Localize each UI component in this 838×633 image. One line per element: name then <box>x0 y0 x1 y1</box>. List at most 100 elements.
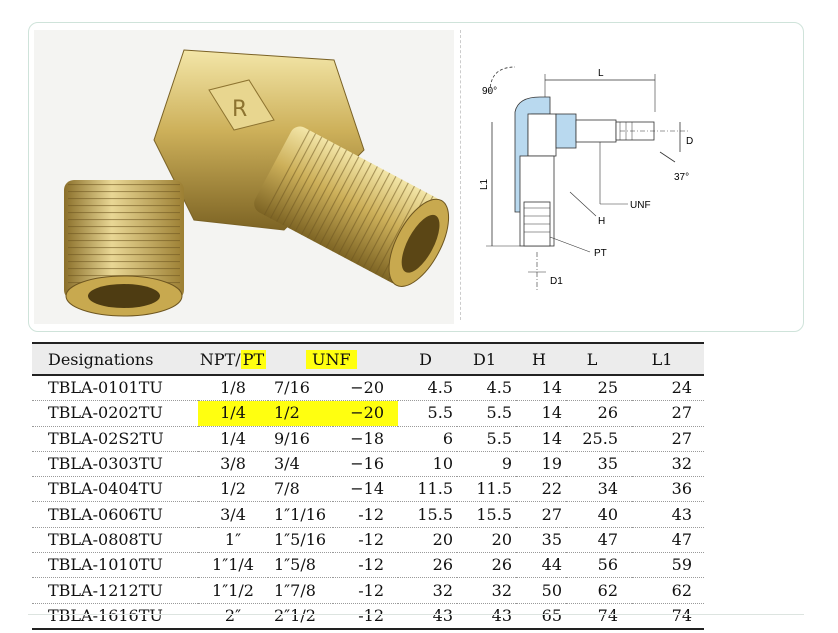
cell-d: 5.5 <box>398 400 457 427</box>
angle-90-label: 90° <box>482 86 497 97</box>
cell-l: 74 <box>566 603 632 630</box>
cell-d: 43 <box>398 603 457 630</box>
label-D1: D1 <box>550 276 563 287</box>
cell-unf-size: 2″1/2 <box>268 603 333 630</box>
header-npt-pt: NPT/PT <box>198 342 268 376</box>
label-UNF: UNF <box>630 200 651 211</box>
cell-l: 47 <box>566 527 632 554</box>
cell-unf-size: 1″5/16 <box>268 527 333 554</box>
cell-d: 4.5 <box>398 375 457 402</box>
cell-l: 40 <box>566 501 632 528</box>
cell-l1: 59 <box>632 552 704 579</box>
cell-l1: 27 <box>632 426 704 452</box>
cell-des: TBLA-0202TU <box>32 400 198 427</box>
cell-unf-size: 3/4 <box>268 451 333 478</box>
cell-h: 14 <box>516 400 566 427</box>
cell-d: 20 <box>398 527 457 554</box>
cell-d1: 32 <box>457 577 516 604</box>
cell-l1: 36 <box>632 476 704 503</box>
divider-line <box>460 30 461 320</box>
label-H: H <box>598 216 605 227</box>
cell-h: 65 <box>516 603 566 630</box>
elbow-fitting-image: R <box>64 49 450 317</box>
cell-d1: 5.5 <box>457 426 516 452</box>
cell-des: TBLA-0808TU <box>32 527 198 554</box>
cell-d: 32 <box>398 577 457 604</box>
header-d: D <box>398 342 457 376</box>
cell-d: 6 <box>398 426 457 452</box>
cell-l: 56 <box>566 552 632 579</box>
cell-h: 44 <box>516 552 566 579</box>
cell-unf-pitch: -12 <box>333 527 398 554</box>
cell-d1: 11.5 <box>457 476 516 503</box>
cell-npt: 2″ <box>198 603 268 630</box>
cell-d1: 15.5 <box>457 501 516 528</box>
cell-unf-pitch: −18 <box>333 426 398 452</box>
cell-des: TBLA-1212TU <box>32 577 198 604</box>
spec-table: Designations NPT/PT UNF D D1 H L L1 TBLA… <box>32 342 704 630</box>
cell-h: 14 <box>516 375 566 402</box>
cell-des: TBLA-1616TU <box>32 603 198 630</box>
cell-npt: 1″ <box>198 527 268 554</box>
cell-d: 15.5 <box>398 501 457 528</box>
cell-unf-size: 1/2 <box>268 400 333 427</box>
cell-l1: 47 <box>632 527 704 554</box>
cell-l: 62 <box>566 577 632 604</box>
cell-unf-size: 7/8 <box>268 476 333 503</box>
cell-d: 10 <box>398 451 457 478</box>
label-L: L <box>598 68 604 79</box>
cell-l1: 24 <box>632 375 704 402</box>
spec-table-container: Designations NPT/PT UNF D D1 H L L1 TBLA… <box>32 342 704 630</box>
cell-npt: 1/4 <box>198 400 268 427</box>
cell-d1: 20 <box>457 527 516 554</box>
cell-l: 25 <box>566 375 632 402</box>
cell-h: 27 <box>516 501 566 528</box>
header-l1: L1 <box>632 342 704 376</box>
cell-d1: 9 <box>457 451 516 478</box>
cell-h: 35 <box>516 527 566 554</box>
cell-npt: 1/8 <box>198 375 268 402</box>
cell-unf-size: 1″7/8 <box>268 577 333 604</box>
cell-d1: 26 <box>457 552 516 579</box>
header-d1: D1 <box>457 342 516 376</box>
cell-npt: 1/2 <box>198 476 268 503</box>
cell-l: 26 <box>566 400 632 427</box>
cell-unf-size: 9/16 <box>268 426 333 452</box>
cell-npt: 1/4 <box>198 426 268 452</box>
cell-d1: 5.5 <box>457 400 516 427</box>
header-designations: Designations <box>32 342 198 376</box>
cell-unf-pitch: -12 <box>333 603 398 630</box>
cell-l1: 32 <box>632 451 704 478</box>
cell-d1: 43 <box>457 603 516 630</box>
header-l: L <box>566 342 632 376</box>
cell-unf-pitch: -12 <box>333 501 398 528</box>
cell-l1: 43 <box>632 501 704 528</box>
cell-des: TBLA-0404TU <box>32 476 198 503</box>
cell-des: TBLA-02S2TU <box>32 426 198 452</box>
cell-unf-size: 1″1/16 <box>268 501 333 528</box>
cell-des: TBLA-0101TU <box>32 375 198 402</box>
cell-unf-pitch: −16 <box>333 451 398 478</box>
cell-des: TBLA-0606TU <box>32 501 198 528</box>
cell-h: 19 <box>516 451 566 478</box>
cell-d: 26 <box>398 552 457 579</box>
label-PT: PT <box>594 248 607 259</box>
svg-text:R: R <box>232 97 247 122</box>
cell-unf-pitch: -12 <box>333 552 398 579</box>
cell-unf-pitch: −20 <box>333 375 398 402</box>
cell-unf-size: 1″5/8 <box>268 552 333 579</box>
header-pt: PT <box>240 349 267 369</box>
cell-des: TBLA-0303TU <box>32 451 198 478</box>
technical-drawing: 90° L L1 D 37° <box>470 52 720 302</box>
label-L1: L1 <box>479 178 490 190</box>
header-unf-cell: UNF <box>268 342 398 376</box>
cell-npt: 1″1/4 <box>198 552 268 579</box>
